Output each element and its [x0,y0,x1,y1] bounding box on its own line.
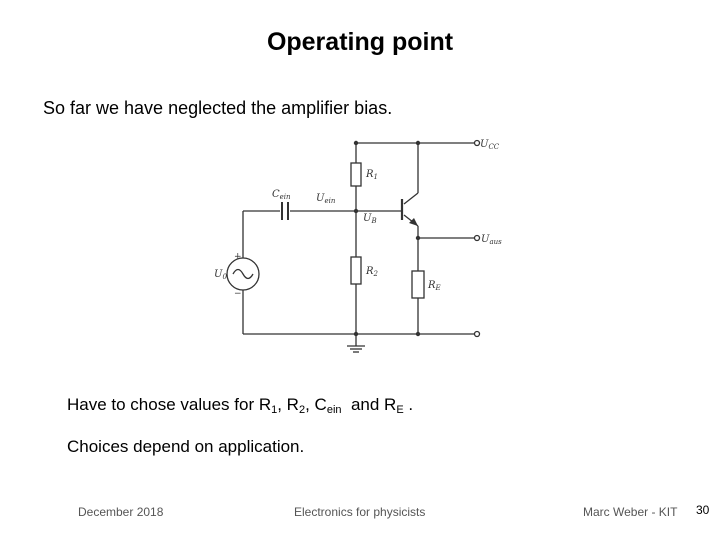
label-ucc: UCC [480,139,500,151]
task-text: Have to chose values for R1, R2, Cein an… [67,395,414,416]
label-r2: R2 [365,266,379,278]
choices-text: Choices depend on application. [67,437,305,456]
label-r1: R1 [365,169,378,181]
page-number: 30 [696,503,710,517]
footer-author: Marc Weber - KIT [583,505,678,519]
label-re: RE [427,280,441,292]
label-minus: − [234,289,242,299]
label-uein: Uein [316,193,336,205]
label-u0: U0 [214,269,227,281]
intro-text: So far we have neglected the amplifier b… [43,98,393,118]
label-uaus: Uaus [481,234,502,246]
voltage-source-icon [226,257,260,291]
label-ub: UB [363,213,377,225]
label-plus: + [234,252,242,262]
re-resistor [411,270,425,299]
label-cein: Cein [272,189,291,201]
footer-date: December 2018 [78,505,164,519]
r1-resistor [350,162,362,187]
footer-course: Electronics for physicists [294,505,426,519]
r2-resistor [350,256,362,285]
slide-title: Operating point [266,28,454,56]
